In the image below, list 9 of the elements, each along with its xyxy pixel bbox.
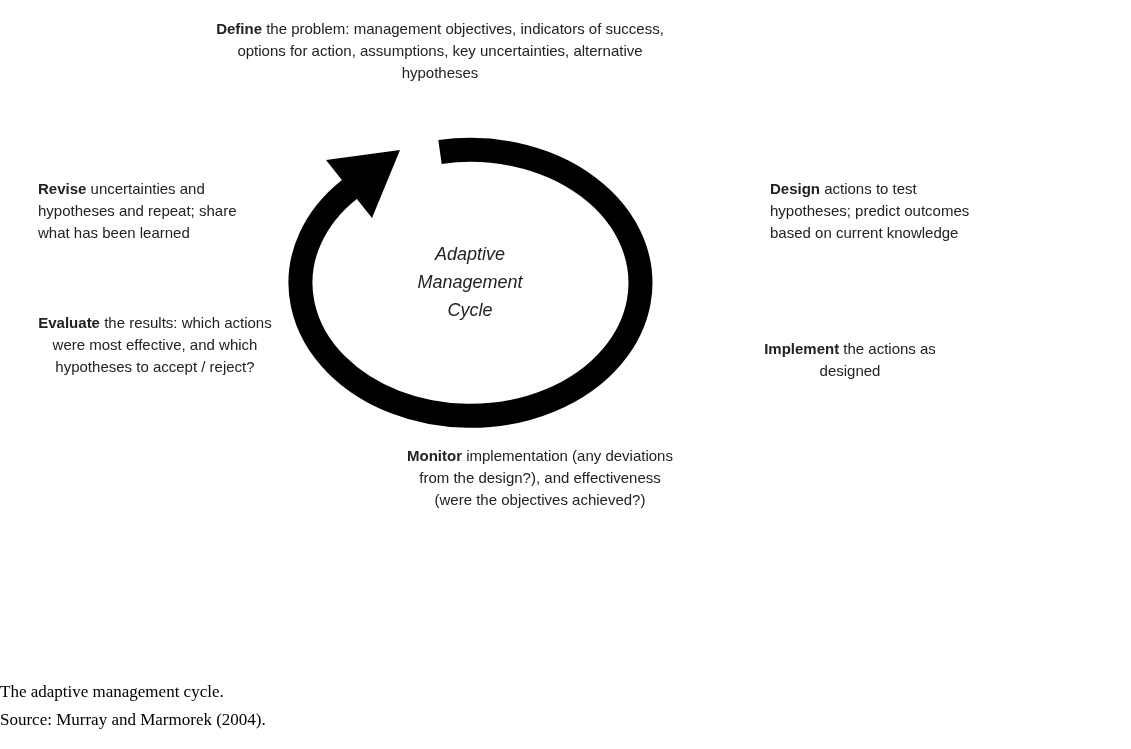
stage-text: Evaluate the results: which actions were most effective, and which hypotheses to accept / reject?	[37, 313, 273, 377]
stage-text: Design actions to test hypotheses; predict outcomes based on current knowledge	[770, 179, 971, 243]
caption: The adaptive management cycle.	[0, 682, 224, 702]
stage-text: Revise uncertainties and hypotheses and repeat; share what has been learned	[38, 179, 238, 243]
stage-text: Define the problem: management objectives, indicators of success, options for action, assumptions, key uncertainties, alternative hypotheses	[215, 19, 665, 83]
stage-text: Monitor implementation (any deviations from the design?), and effectiveness (were the objectives achieved?)	[406, 446, 674, 510]
cycle-title: Adaptive Management Cycle	[416, 243, 524, 322]
source-note: Source: Murray and Marmorek (2004).	[0, 710, 266, 730]
stage-text: Implement the actions as designed	[763, 339, 937, 381]
